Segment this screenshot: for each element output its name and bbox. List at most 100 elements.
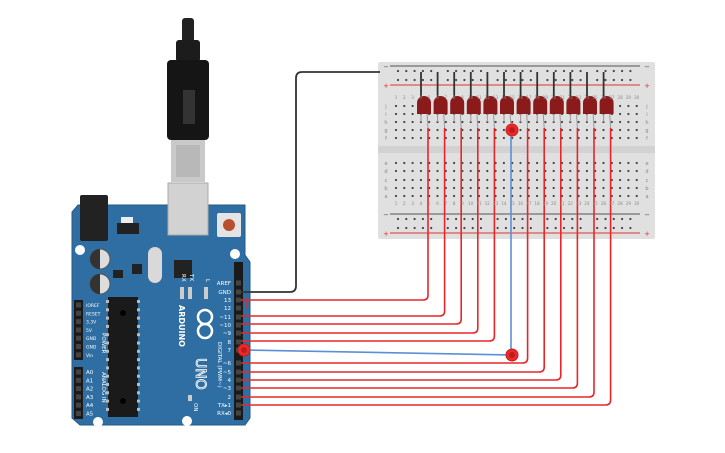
rail-plus-label: + <box>383 82 389 90</box>
wire-pin-5[interactable] <box>241 128 545 373</box>
power-pin-label: GND <box>86 345 97 351</box>
column-number: 1 <box>395 95 398 100</box>
digital-pin-socket[interactable] <box>236 410 241 416</box>
digital-pin-socket[interactable] <box>236 314 241 320</box>
column-number: 12 <box>485 201 491 206</box>
row-label: f <box>646 136 648 142</box>
power-pin-label: IOREF <box>86 303 100 309</box>
wire-pin-4[interactable] <box>241 128 562 381</box>
wire-pin-2[interactable] <box>241 128 595 398</box>
column-number: 10 <box>468 201 474 206</box>
red-led[interactable] <box>450 72 465 129</box>
tx-led-label: TX <box>188 273 194 281</box>
wire-pin-11[interactable] <box>241 128 446 317</box>
digital-pin-socket[interactable] <box>236 394 241 400</box>
power-pin-socket[interactable] <box>76 335 81 341</box>
power-jack <box>80 195 108 241</box>
red-led[interactable] <box>583 72 597 129</box>
column-number: 21 <box>559 95 565 100</box>
arduino-uno-board[interactable] <box>71 182 251 427</box>
digital-pin-label: 2 <box>228 395 232 401</box>
row-label: i <box>385 112 386 118</box>
on-led <box>188 395 192 401</box>
digital-pin-socket[interactable] <box>236 339 241 345</box>
power-pin-label: 5V <box>86 328 93 334</box>
rail-plus-label: + <box>644 82 650 90</box>
digital-pin-socket[interactable] <box>236 322 241 328</box>
column-number: 20 <box>551 95 557 100</box>
red-led[interactable] <box>549 72 564 129</box>
column-number: 22 <box>568 95 574 100</box>
column-number: 8 <box>453 95 456 100</box>
power-pin-socket[interactable] <box>76 327 81 333</box>
red-led[interactable] <box>566 72 581 129</box>
red-led[interactable] <box>483 72 498 129</box>
digital-pin-socket[interactable] <box>236 360 241 366</box>
red-led[interactable] <box>599 72 614 129</box>
column-number: 7 <box>445 95 448 100</box>
wire-pin-6[interactable] <box>241 128 529 364</box>
red-led[interactable] <box>417 72 431 129</box>
digital-pin-socket[interactable] <box>236 297 241 303</box>
row-label: d <box>645 169 648 175</box>
column-number: 3 <box>411 95 414 100</box>
power-pin-socket[interactable] <box>76 319 81 325</box>
power-pin-socket[interactable] <box>76 302 81 308</box>
analog-pin-socket[interactable] <box>76 377 81 383</box>
wire-pin-12[interactable] <box>241 128 429 301</box>
row-label: b <box>384 186 387 192</box>
column-number: 18 <box>535 201 541 206</box>
breadboard[interactable] <box>378 62 655 239</box>
red-led[interactable] <box>466 72 481 129</box>
column-number: 9 <box>461 95 464 100</box>
tx-led <box>188 287 192 299</box>
column-number: 4 <box>420 95 423 100</box>
digital-pin-socket[interactable] <box>236 402 241 408</box>
analog-pin-socket[interactable] <box>76 402 81 408</box>
on-led-label: ON <box>192 403 198 411</box>
red-led[interactable] <box>433 72 448 129</box>
wire-pin-10[interactable] <box>241 128 462 325</box>
digital-pin-label: ~5 <box>223 370 232 376</box>
digital-pin-socket[interactable] <box>236 369 241 375</box>
analog-pin-socket[interactable] <box>76 411 81 416</box>
row-label: g <box>384 128 387 134</box>
red-led[interactable] <box>533 72 548 129</box>
digital-pin-socket[interactable] <box>236 385 241 391</box>
wire-pin-8[interactable] <box>241 128 496 342</box>
power-pin-label: Vin <box>86 353 93 359</box>
power-pin-socket[interactable] <box>76 310 81 316</box>
l-led <box>204 287 208 299</box>
digital-pin-socket[interactable] <box>236 330 241 336</box>
red-led[interactable] <box>516 72 531 129</box>
column-number: 23 <box>576 201 582 206</box>
digital-pin-socket[interactable] <box>236 289 241 295</box>
uno-model-label: UNO <box>192 358 208 390</box>
digital-pin-label: GND <box>218 290 231 296</box>
usb-cable[interactable] <box>167 18 209 182</box>
analog-pin-socket[interactable] <box>76 394 81 400</box>
wire-pin-9[interactable] <box>241 128 479 334</box>
power-pin-socket[interactable] <box>76 352 81 358</box>
column-number: 17 <box>526 201 532 206</box>
wire-pin-3[interactable] <box>241 128 579 389</box>
digital-pin-socket[interactable] <box>236 305 241 311</box>
digital-pin-socket[interactable] <box>236 377 241 383</box>
rail-minus-label: − <box>383 63 389 71</box>
ground-wire[interactable] <box>241 71 380 293</box>
digital-pin-socket[interactable] <box>236 280 241 286</box>
analog-pin-socket[interactable] <box>76 386 81 392</box>
column-number: 14 <box>501 95 507 100</box>
digital-pin-label: 12 <box>224 306 231 312</box>
wire-endpoint-dot <box>509 352 515 358</box>
analog-pin-socket[interactable] <box>76 369 81 375</box>
power-pin-socket[interactable] <box>76 344 81 349</box>
rail-plus-label: + <box>644 230 650 238</box>
row-label: g <box>645 128 648 134</box>
analog-pin-label: A4 <box>86 403 94 409</box>
wire-pin-1[interactable] <box>241 128 612 406</box>
digital-pin-label: ~10 <box>219 323 231 329</box>
column-number: 5 <box>428 201 431 206</box>
